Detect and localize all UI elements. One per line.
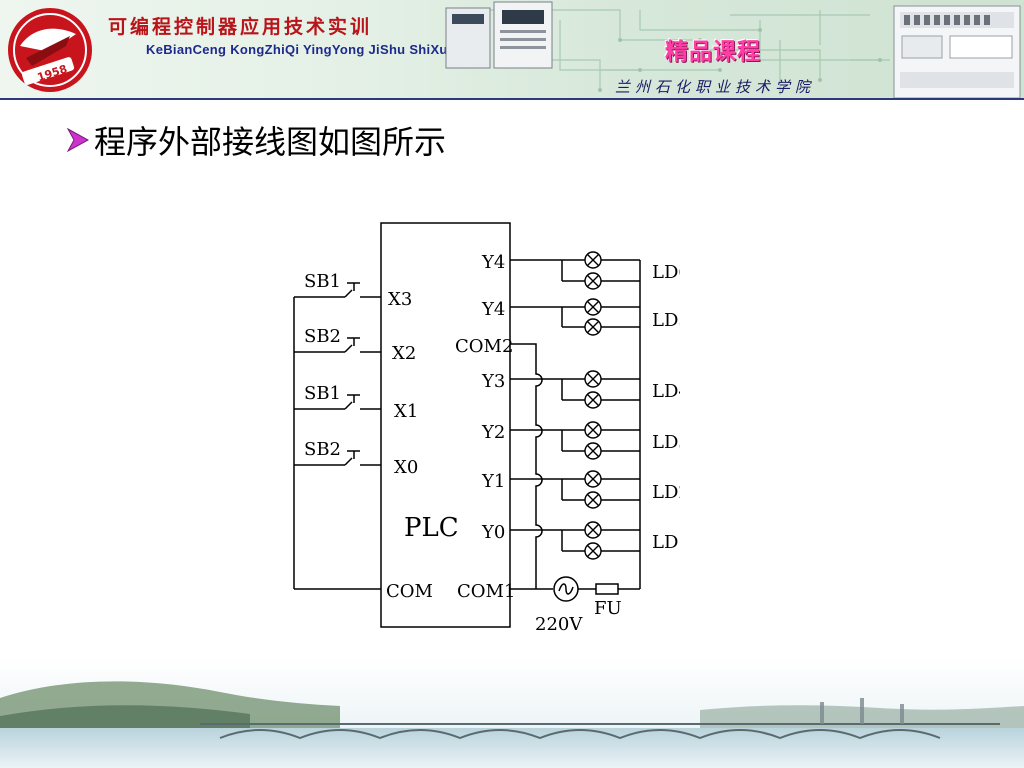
output-terminal: Y2 (481, 422, 505, 443)
plc-wiring-diagram: PLC SB1 X3 SB2 X2 SB1 X1 SB2 X0 COM Y4 Y… (293, 222, 680, 635)
header-banner: 1958 可编程控制器应用技术实训 KeBianCeng KongZhiQi Y… (0, 0, 1024, 100)
circuit-pattern (470, 9, 890, 95)
output-terminal: Y0 (481, 522, 505, 543)
output-common-terminal: COM1 (457, 581, 515, 602)
load-label: LD1 (652, 532, 680, 553)
plc-unit-image (893, 5, 1021, 99)
bullet-item: 程序外部接线图如图所示 (64, 117, 446, 163)
bullet-text: 程序外部接线图如图所示 (94, 123, 447, 161)
switch-label: SB1 (304, 383, 341, 404)
bullet-arrow-icon (66, 127, 90, 153)
load-label: LD3 (652, 432, 680, 453)
course-badge: 精品课程 (665, 38, 761, 65)
plc-label: PLC (404, 513, 459, 543)
input-terminal: X2 (392, 343, 416, 364)
school-logo: 1958 (8, 8, 92, 92)
load-label: LD6 (652, 262, 680, 283)
input-common-terminal: COM (386, 581, 433, 602)
input-terminal: X3 (388, 289, 412, 310)
switch-label: SB2 (304, 439, 341, 460)
output-terminal: Y1 (481, 471, 505, 492)
plc-module-image (445, 1, 553, 69)
output-common-terminal: COM2 (455, 336, 513, 357)
input-terminal: X1 (394, 401, 418, 422)
fuse-label: FU (594, 598, 622, 619)
header-divider (0, 98, 1024, 100)
load-label: LD4 (652, 381, 680, 402)
output-terminal: Y4 (481, 252, 505, 273)
output-terminal: Y4 (481, 299, 505, 320)
banner-subtitle-pinyin: KeBianCeng KongZhiQi YingYong JiShu ShiX… (146, 42, 456, 57)
switch-label: SB2 (304, 326, 341, 347)
supply-voltage-label: 220V (535, 614, 583, 635)
footer-landscape-image (0, 658, 1024, 768)
school-name: 兰州石化职业技术学院 (615, 78, 816, 96)
banner-title: 可编程控制器应用技术实训 (108, 16, 373, 38)
output-terminal: Y3 (481, 371, 505, 392)
switch-label: SB1 (304, 271, 341, 292)
input-terminal: X0 (394, 457, 418, 478)
load-label: LD5 (652, 310, 680, 331)
load-label: LD2 (652, 482, 680, 503)
